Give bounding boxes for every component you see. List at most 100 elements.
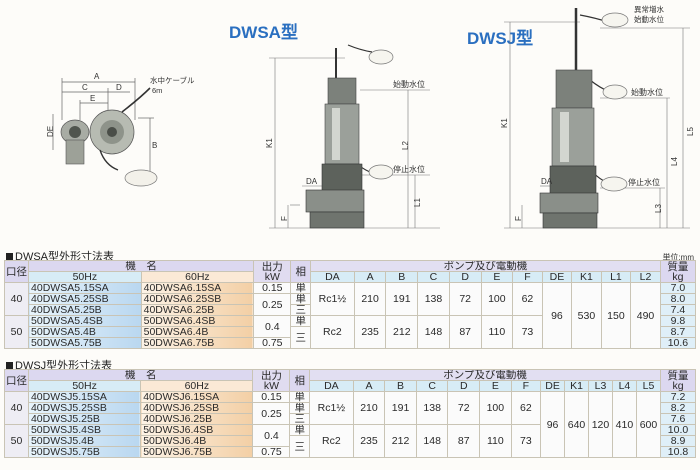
- weight-cell: 7.0: [659, 282, 697, 294]
- weight-cell: 10.6: [659, 337, 697, 349]
- header-60hz: 60Hz: [140, 271, 255, 283]
- output-cell: 0.15: [253, 282, 292, 294]
- e-cell: 110: [480, 315, 514, 349]
- model-60hz: 50DWSA6.75B: [140, 337, 255, 349]
- dwsj-start-level: 始動水位: [631, 87, 663, 97]
- dwsa-start-level: 始動水位: [393, 79, 425, 89]
- model-60hz: 40DWSA6.25B: [140, 304, 255, 316]
- col-l4: L4: [611, 380, 637, 392]
- dim-e: E: [90, 94, 95, 103]
- phase-cell: 単: [289, 424, 311, 436]
- dwsj-stop-level: 停止水位: [628, 177, 660, 187]
- header-model: 機 名: [28, 260, 255, 272]
- model-60hz: 40DWSJ6.25B: [140, 413, 254, 425]
- da-cell: Rc2: [309, 424, 354, 458]
- phase-cell: 単: [290, 315, 312, 327]
- phase-cell: 単: [289, 391, 311, 403]
- model-60hz: 50DWSJ6.4B: [140, 435, 254, 447]
- col-e: E: [480, 271, 514, 283]
- col-e: E: [479, 380, 512, 392]
- a-cell: 235: [352, 424, 386, 458]
- col-a: A: [352, 380, 386, 392]
- dwsa-title: DWSA型: [229, 22, 298, 42]
- weight-cell: 8.2: [660, 402, 696, 414]
- top-view-pump-body: [60, 87, 158, 187]
- model-50hz: 40DWSJ5.25SB: [27, 402, 142, 414]
- dwsj-l3: L3: [654, 204, 663, 213]
- model-60hz: 50DWSA6.4SB: [140, 315, 255, 327]
- weight-cell: 8.7: [659, 326, 697, 338]
- f-cell: 62: [512, 282, 543, 316]
- bore-cell: 50: [4, 424, 29, 458]
- f-cell: 62: [510, 391, 542, 425]
- d-cell: 87: [448, 315, 482, 349]
- header-50hz: 50Hz: [27, 380, 142, 392]
- header-60hz: 60Hz: [140, 380, 254, 392]
- a-cell: 235: [353, 315, 387, 349]
- model-60hz: 50DWSA6.4B: [140, 326, 255, 338]
- d-cell: 72: [447, 391, 481, 425]
- da-cell: Rc2: [310, 315, 355, 349]
- top-view-labels: A C D E DE B 水中ケーブル 6m: [46, 72, 195, 150]
- header-phase: 相: [290, 260, 312, 283]
- dwsj-l5: L5: [686, 127, 695, 136]
- k1-cell: 640: [564, 391, 589, 458]
- table-row: 50DWSA5.75B 50DWSA6.75B 0.75 10.6: [5, 337, 697, 349]
- header-pump-motor: ポンプ及び電動機: [310, 260, 661, 272]
- dwsa-stop-level: 停止水位: [393, 164, 425, 174]
- output-cell: 0.75: [252, 446, 291, 458]
- da-cell: Rc1½: [309, 391, 354, 425]
- col-c: C: [415, 380, 449, 392]
- dwsa-l1: L1: [413, 198, 422, 207]
- cable-label-1: 水中ケーブル: [150, 75, 195, 85]
- header-bore: 口径: [3, 260, 30, 283]
- table-row: 40DWSA5.25SB 40DWSA6.25SB 0.25 単 8.0: [5, 293, 697, 316]
- header-bore: 口径: [4, 369, 29, 392]
- model-50hz: 40DWSJ5.25B: [27, 413, 142, 425]
- col-l1: L1: [600, 271, 632, 283]
- col-l3: L3: [587, 380, 613, 392]
- table-row: 50DWSA5.4B 50DWSA6.4B 三 8.7: [5, 326, 697, 349]
- dwsj-k1: K1: [500, 118, 509, 128]
- weight-cell: 9.8: [659, 315, 697, 327]
- dwsj-alarm-1: 異常増水: [634, 4, 664, 14]
- table-row: 50DWSJ5.4B 50DWSJ6.4B 三 8.9: [5, 435, 696, 458]
- phase-cell: 単: [290, 293, 312, 305]
- col-da: DA: [310, 271, 355, 283]
- output-cell: 0.25: [253, 293, 292, 316]
- e-cell: 100: [480, 282, 514, 316]
- header-model: 機 名: [27, 369, 254, 381]
- col-k1: K1: [571, 271, 602, 283]
- col-a: A: [353, 271, 387, 283]
- col-de: DE: [540, 380, 566, 392]
- col-d: D: [448, 271, 482, 283]
- f-cell: 73: [510, 424, 542, 458]
- col-b: B: [385, 271, 419, 283]
- col-l2: L2: [630, 271, 661, 283]
- col-c: C: [417, 271, 450, 283]
- l5-cell: 600: [635, 391, 662, 458]
- a-cell: 210: [353, 282, 387, 316]
- table-row: 50 50DWSA5.4SB 50DWSA6.4SB 0.4 単 Rc2 235…: [3, 315, 697, 349]
- model-60hz: 50DWSJ6.75B: [140, 446, 254, 458]
- dim-a: A: [94, 72, 100, 81]
- dim-c: C: [82, 83, 88, 92]
- cable-label-2: 6m: [152, 86, 162, 95]
- model-50hz: 50DWSJ5.4B: [27, 435, 142, 447]
- dwsa-da: DA: [306, 177, 318, 186]
- e-cell: 100: [479, 391, 512, 425]
- header-50hz: 50Hz: [28, 271, 142, 283]
- phase-cell: 単: [290, 282, 312, 294]
- dwsa-f: F: [280, 216, 289, 221]
- a-cell: 210: [352, 391, 386, 425]
- bore-cell: 50: [3, 315, 30, 349]
- col-d: D: [447, 380, 481, 392]
- output-cell: 0.4: [252, 424, 291, 447]
- technical-drawings: DWSA型 DWSJ型 A C D E DE B 水中ケーブル: [46, 4, 695, 229]
- col-f: F: [512, 271, 543, 283]
- dwsa-header-row-2: 50Hz 60Hz DA A B C D E F DE K1 L1 L2: [5, 271, 696, 283]
